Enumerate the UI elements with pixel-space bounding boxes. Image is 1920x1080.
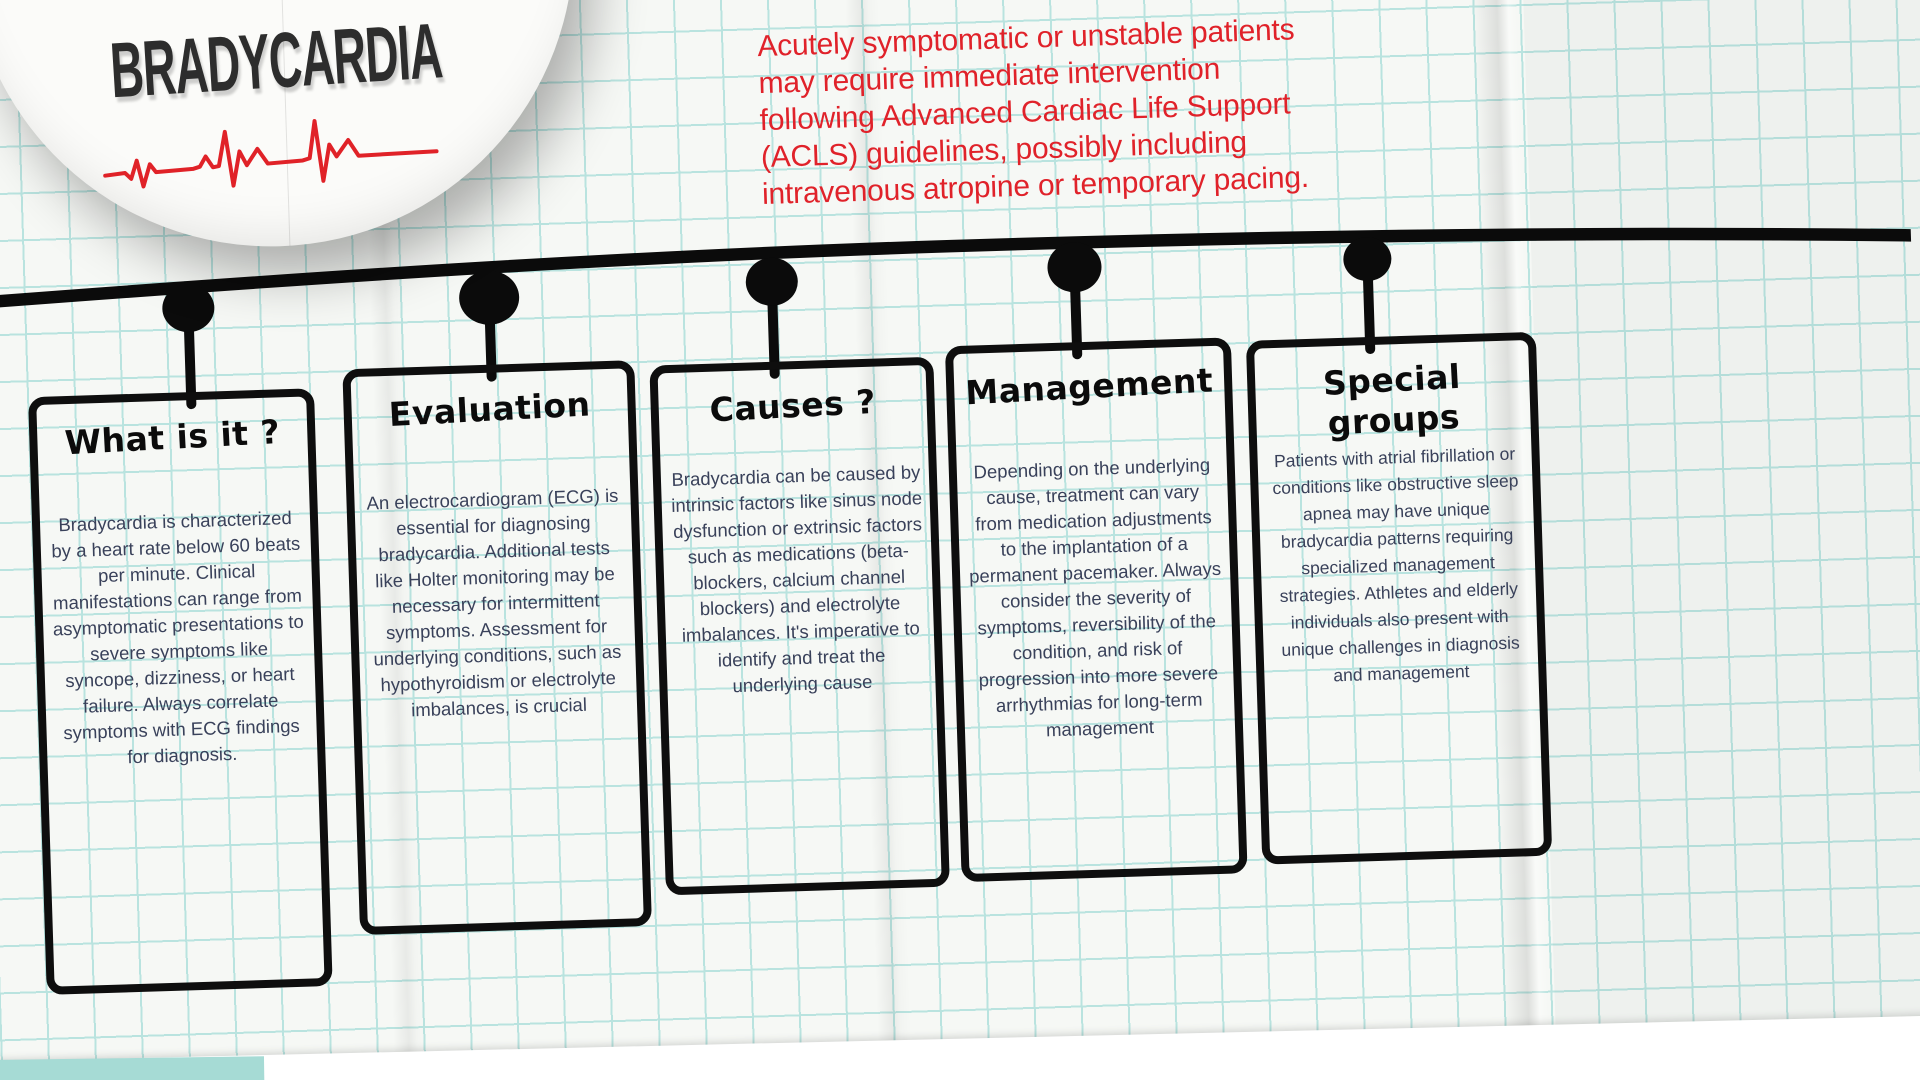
timeline-node-dot — [1047, 242, 1102, 293]
title-badge: BRADYCARDIA — [0, 0, 584, 256]
card-body: Bradycardia can be caused by intrinsic f… — [670, 461, 923, 697]
card-title: Management — [964, 360, 1215, 413]
timeline-node-dot — [745, 257, 798, 306]
card-body: Patients with atrial fibrillation or con… — [1272, 443, 1520, 686]
card-title: Special groups — [1321, 356, 1462, 443]
teal-tab — [0, 1056, 265, 1080]
card-evaluation: Evaluation An electrocardiogram (ECG) is… — [342, 360, 652, 936]
card-body: Depending on the underlying cause, treat… — [968, 454, 1222, 741]
card-body: Bradycardia is characterized by a heart … — [51, 506, 305, 768]
card-title: Evaluation — [387, 384, 592, 434]
ecg-heartbeat-icon — [103, 119, 439, 189]
card-what-is-it: What is it ? Bradycardia is characterize… — [28, 388, 333, 995]
alert-note: Acutely symptomatic or unstable patients… — [756, 13, 1310, 212]
card-title: What is it ? — [63, 412, 282, 463]
card-causes: Causes ? Bradycardia can be caused by in… — [649, 356, 950, 896]
timeline-node-dot — [162, 284, 215, 333]
card-title: Causes ? — [708, 381, 877, 430]
card-body: An electrocardiogram (ECG) is essential … — [366, 484, 622, 721]
timeline-node-dot — [459, 270, 520, 325]
card-special-groups: Special groups Patients with atrial fibr… — [1245, 331, 1553, 865]
poster-title: BRADYCARDIA — [107, 5, 445, 115]
timeline-node-dot — [1343, 237, 1392, 282]
card-management: Management Depending on the underlying c… — [944, 337, 1248, 883]
